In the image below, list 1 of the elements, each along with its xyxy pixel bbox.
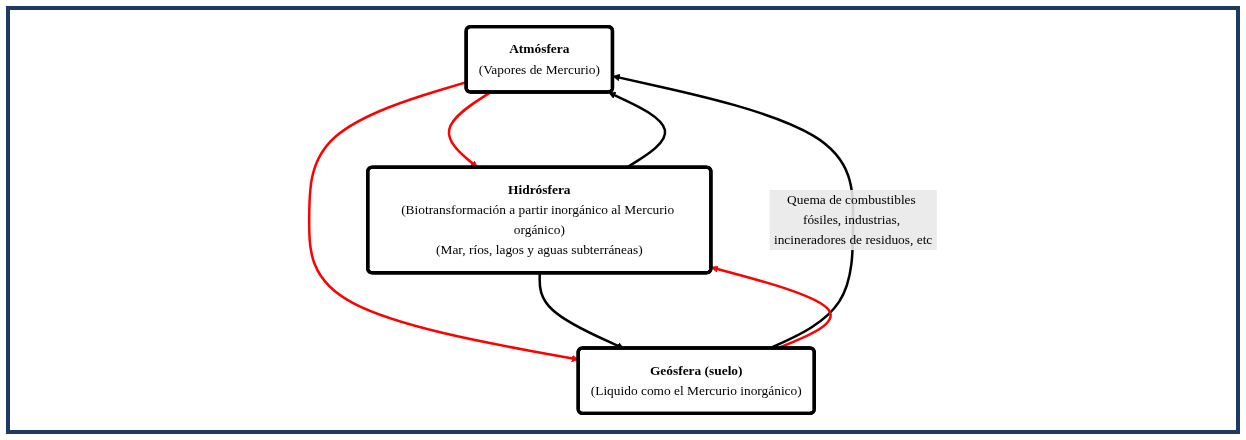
diagram-frame: Quema de combustibles fósiles, industrias, incineradores de residuos, etc Atmósfera (Vapores de Mercurio) Hidrósfera (Biotransformación a partir inorgánico al Mercurio orgánico) (Mar, ríos, lagos y aguas subterráneas) Geósfera (suelo) (Liquido como el Mercurio inorgánico)	[6, 6, 1240, 434]
